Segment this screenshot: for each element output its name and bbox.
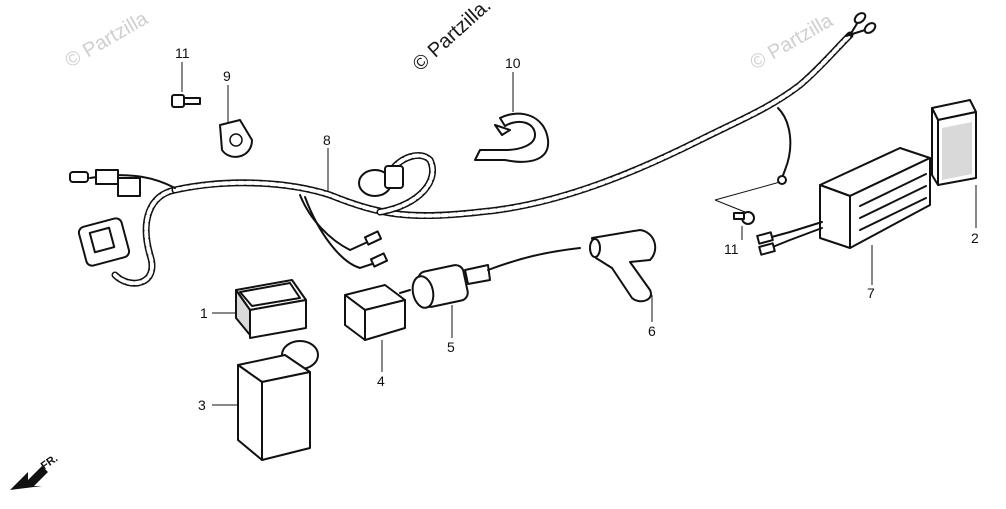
- harness-clamp: [219, 119, 253, 158]
- part-5-ignition-coil: [399, 247, 581, 309]
- harness-band: [474, 112, 550, 163]
- bolt-right: [733, 211, 755, 225]
- handlebar-switch: [77, 217, 131, 267]
- watermark-center: © Partzilla.: [409, 0, 496, 76]
- part-1-relay: [235, 279, 307, 339]
- callout-3: 3: [198, 397, 206, 413]
- callout-6: 6: [648, 323, 656, 339]
- callout-11-right: 11: [724, 241, 739, 257]
- bolt-top: [171, 94, 201, 108]
- callout-1: 1: [200, 305, 208, 321]
- part-3-cdi: [237, 340, 319, 461]
- callout-11-top: 11: [175, 45, 190, 61]
- part-7-regulator: [756, 147, 931, 256]
- callout-4: 4: [377, 373, 385, 389]
- part-6-spark-plug-cap: [589, 229, 657, 303]
- front-direction-arrow: FR.: [10, 452, 60, 490]
- callout-5: 5: [447, 339, 455, 355]
- ignition-switch: [358, 165, 404, 197]
- part-2-cover: [931, 99, 977, 186]
- callout-10: 10: [505, 55, 521, 71]
- callout-8: 8: [323, 132, 331, 148]
- callout-2: 2: [971, 230, 979, 246]
- leader-lines: [181, 62, 977, 406]
- wire-harness: [69, 12, 877, 287]
- callout-9: 9: [223, 68, 231, 84]
- callout-7: 7: [867, 285, 875, 301]
- watermark-left: © Partzilla: [62, 7, 153, 72]
- part-4-connector: [344, 284, 406, 341]
